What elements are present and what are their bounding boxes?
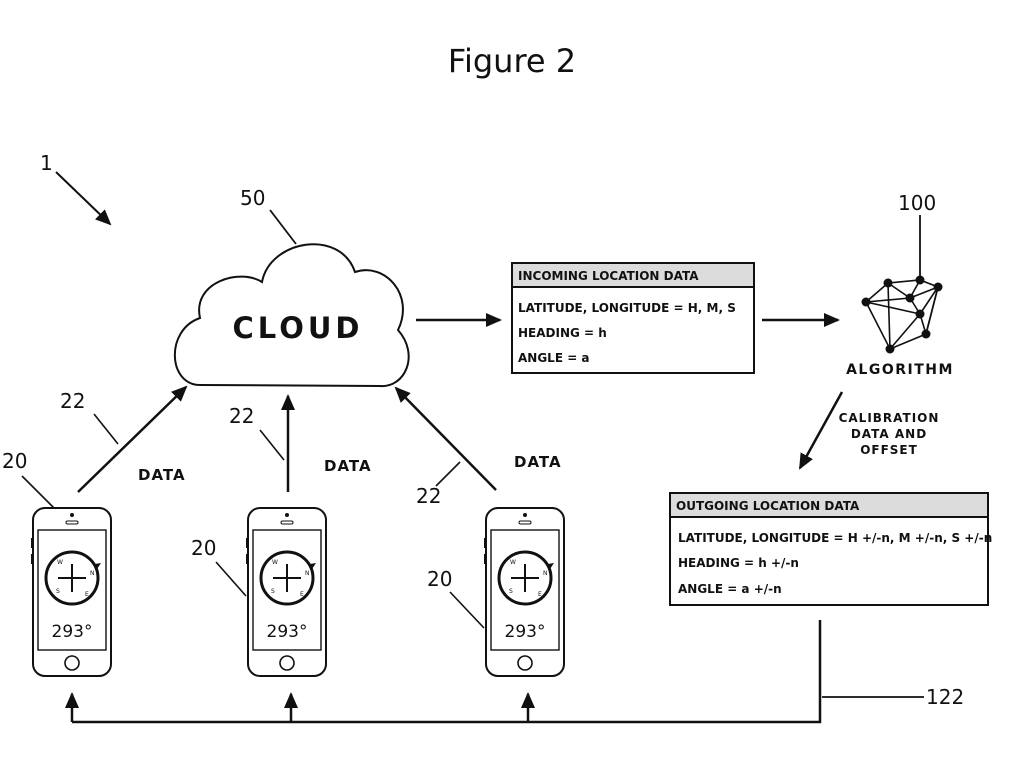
- ref-phone-label-3: 20: [427, 567, 452, 591]
- algorithm-to-outgoing-arrow: [798, 391, 844, 470]
- volume-button: [246, 538, 248, 548]
- compass-dir-s: S: [509, 588, 513, 595]
- phone3-to-cloud-arrow: [394, 386, 497, 491]
- outgoing-row-latlon: LATITUDE, LONGITUDE = H +/-n, M +/-n, S …: [678, 531, 992, 545]
- volume-button: [31, 554, 33, 564]
- front-camera-icon: [523, 513, 527, 517]
- feedback-path: [65, 620, 822, 724]
- ref-phone-leader-3: [449, 591, 485, 629]
- ref-phone-leader-2: [215, 561, 247, 597]
- algorithm-network-icon: [861, 275, 943, 354]
- data-label-3: DATA: [514, 453, 562, 471]
- volume-button: [31, 538, 33, 548]
- speaker-grille: [65, 520, 79, 525]
- volume-button: [246, 554, 248, 564]
- compass-dir-n: N: [543, 570, 548, 577]
- compass-dir-w: W: [272, 559, 278, 566]
- ref-phone-label-1: 20: [2, 449, 27, 473]
- ref-link-leader-3: [435, 461, 461, 487]
- ref-link-label-3: 22: [416, 484, 441, 508]
- data-label-2: DATA: [324, 457, 372, 475]
- smartphone-2: N W S E 293°: [246, 507, 327, 677]
- outgoing-data-box: [669, 492, 989, 606]
- heading-reading: 293°: [505, 622, 546, 642]
- compass-dir-n: N: [90, 570, 95, 577]
- incoming-data-box: [511, 262, 755, 374]
- data-label-1: DATA: [138, 466, 186, 484]
- ref-link-leader-2: [259, 429, 285, 461]
- compass-icon: N W S E: [497, 550, 554, 606]
- home-button: [64, 655, 80, 671]
- smartphone-1: N W S E 293°: [31, 507, 112, 677]
- volume-button: [484, 538, 486, 548]
- algorithm-label: ALGORITHM: [846, 362, 954, 378]
- compass-dir-s: S: [271, 588, 275, 595]
- compass-dir-n: N: [305, 570, 310, 577]
- incoming-row-heading: HEADING = h: [518, 326, 607, 340]
- phone1-to-cloud-arrow: [77, 385, 188, 493]
- compass-dir-s: S: [56, 588, 60, 595]
- front-camera-icon: [70, 513, 74, 517]
- speaker-grille: [280, 520, 294, 525]
- figure-title: Figure 2: [448, 42, 576, 80]
- volume-button: [484, 554, 486, 564]
- ref-algorithm-label: 100: [898, 191, 936, 215]
- compass-dir-w: W: [510, 559, 516, 566]
- cloud-label: CLOUD: [232, 311, 363, 345]
- heading-reading: 293°: [52, 622, 93, 642]
- ref-link-label-2: 22: [229, 404, 254, 428]
- front-camera-icon: [285, 513, 289, 517]
- ref-link-label-1: 22: [60, 389, 85, 413]
- cloud-shape: [173, 243, 410, 388]
- ref-feedback-label: 122: [926, 685, 964, 709]
- incoming-row-angle: ANGLE = a: [518, 351, 590, 365]
- compass-dir-e: E: [538, 591, 542, 598]
- incoming-header: INCOMING LOCATION DATA: [518, 269, 699, 283]
- home-button: [279, 655, 295, 671]
- ref-phone-leader-1: [21, 475, 55, 509]
- ref-cloud-label: 50: [240, 186, 265, 210]
- ref-phone-label-2: 20: [191, 536, 216, 560]
- outgoing-row-heading: HEADING = h +/-n: [678, 556, 799, 570]
- compass-dir-w: W: [57, 559, 63, 566]
- compass-icon: N W S E: [44, 550, 101, 606]
- ref-cloud-leader: [269, 209, 297, 245]
- ref-link-leader-1: [93, 413, 119, 445]
- calibration-line-2: DATA AND: [851, 427, 927, 441]
- compass-dir-e: E: [300, 591, 304, 598]
- heading-reading: 293°: [267, 622, 308, 642]
- ref-system-arrow: [55, 171, 112, 226]
- compass-icon: N W S E: [259, 550, 316, 606]
- compass-dir-e: E: [85, 591, 89, 598]
- ref-system-label: 1: [40, 151, 53, 175]
- calibration-line-1: CALIBRATION: [839, 411, 940, 425]
- smartphone-3: N W S E 293°: [484, 507, 565, 677]
- calibration-line-3: OFFSET: [860, 443, 918, 457]
- outgoing-row-angle: ANGLE = a +/-n: [678, 582, 782, 596]
- home-button: [517, 655, 533, 671]
- outgoing-header: OUTGOING LOCATION DATA: [676, 499, 860, 513]
- incoming-row-latlon: LATITUDE, LONGITUDE = H, M, S: [518, 301, 736, 315]
- speaker-grille: [518, 520, 532, 525]
